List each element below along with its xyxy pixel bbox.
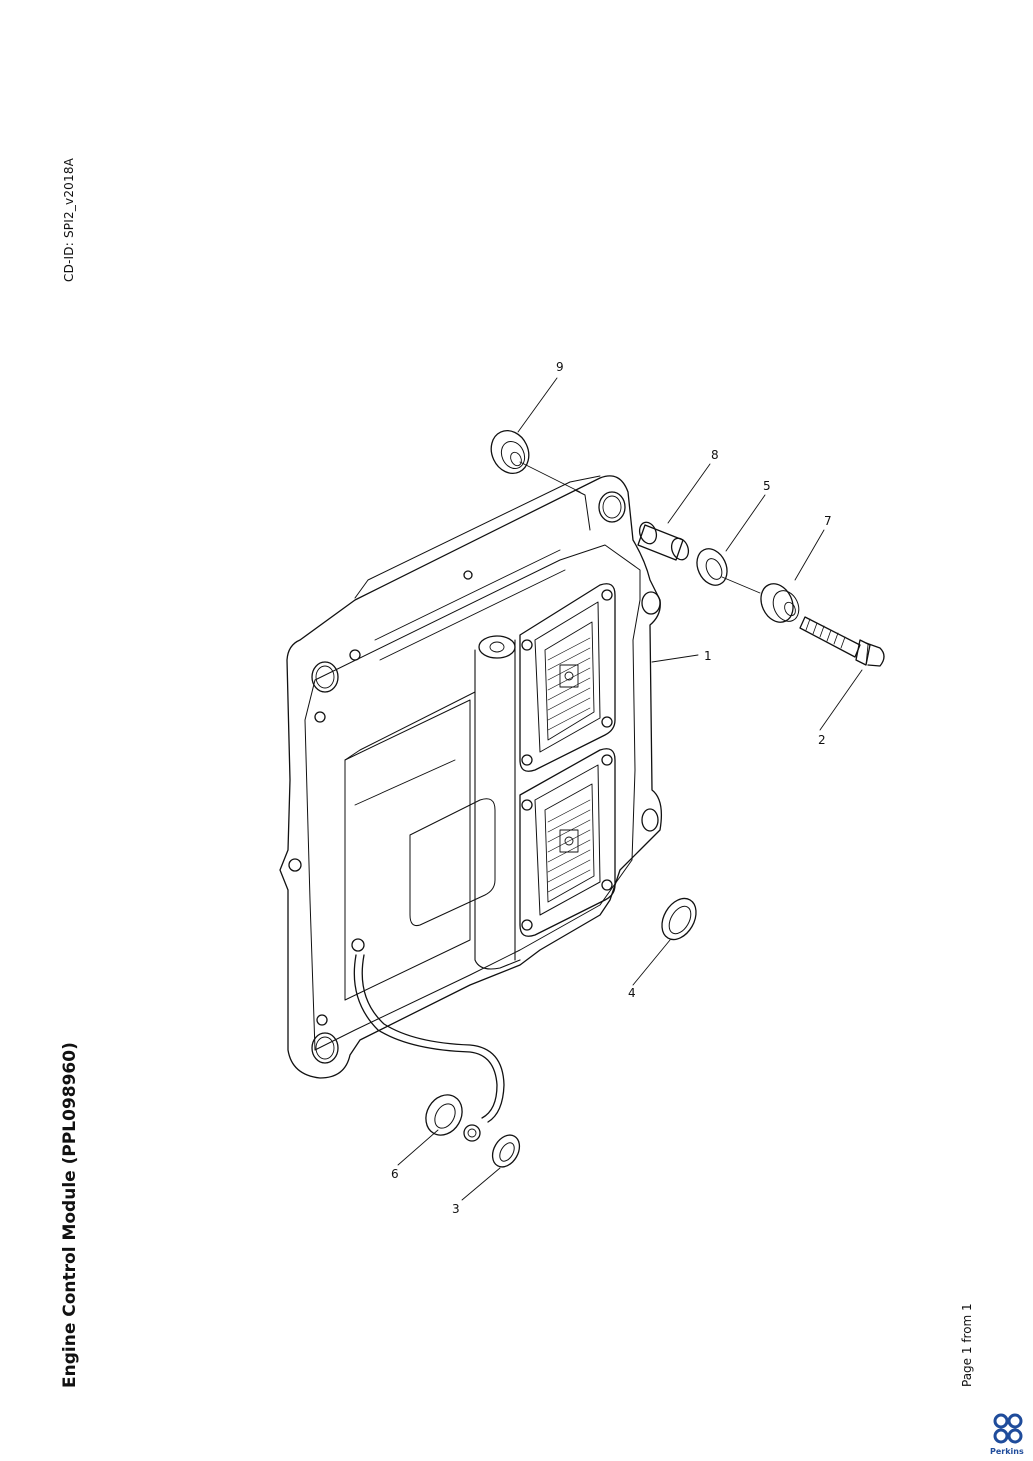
ecm-plate — [279, 475, 663, 1079]
lower-connector — [519, 748, 616, 937]
part-8-sleeve — [637, 521, 690, 561]
part-4-washer — [661, 897, 697, 941]
callout-labels: 9 8 5 7 1 2 4 6 3 — [391, 360, 832, 1216]
part-3-washer — [491, 1134, 521, 1168]
part-2-bolt — [799, 616, 885, 667]
leader-lines — [397, 377, 863, 1201]
callout-1: 1 — [704, 649, 712, 663]
callout-5: 5 — [763, 479, 771, 493]
callout-6: 6 — [391, 1167, 399, 1181]
callout-4: 4 — [628, 986, 636, 1000]
callout-7: 7 — [824, 514, 832, 528]
upper-connector — [519, 583, 616, 772]
callout-9: 9 — [556, 360, 564, 374]
part-5-washer — [696, 548, 761, 594]
callout-8: 8 — [711, 448, 719, 462]
part-9-grommet — [490, 430, 581, 493]
part-6-washer — [425, 1094, 463, 1136]
ground-strap — [351, 938, 505, 1142]
callout-2: 2 — [818, 733, 826, 747]
perkins-logo-text: Perkins — [990, 1447, 1024, 1456]
part-7-isolator — [760, 583, 800, 623]
connector-column — [474, 635, 521, 970]
callout-3: 3 — [452, 1202, 460, 1216]
perkins-logo — [993, 1413, 1023, 1444]
